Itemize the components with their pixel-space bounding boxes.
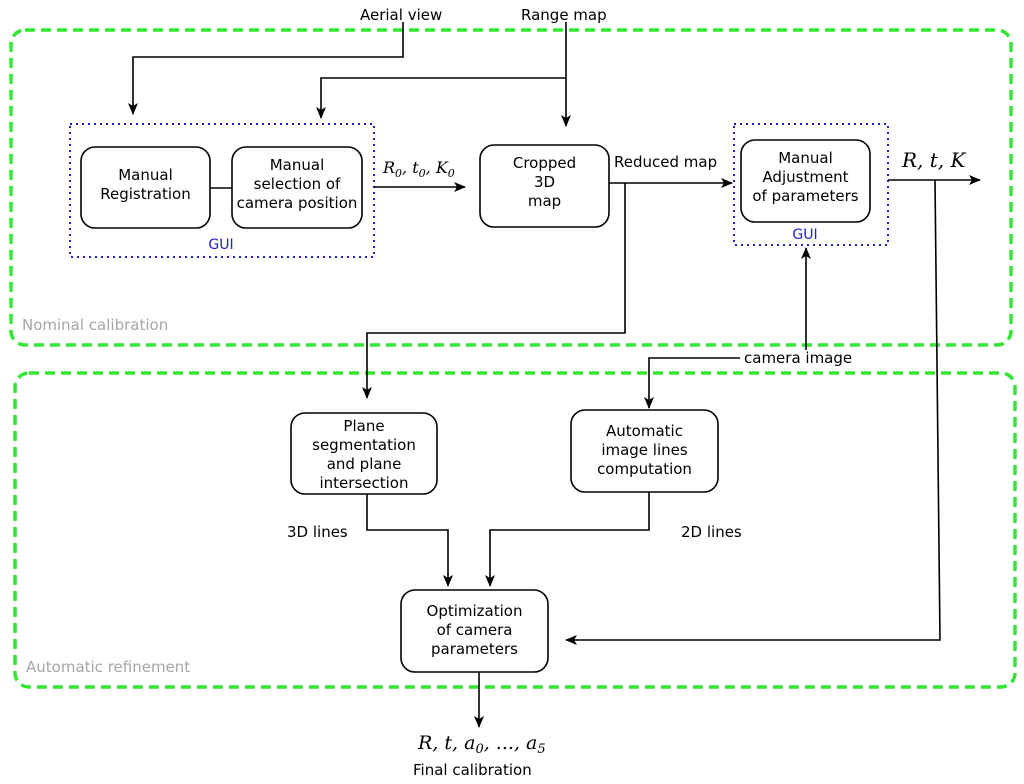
- image-lines-line-1: Automatic: [606, 422, 683, 440]
- manual-adjustment-line-1: Manual: [778, 149, 833, 167]
- plane-segmentation-line-1: Plane: [343, 417, 384, 435]
- 3d-lines-arrow: [366, 494, 453, 587]
- manual-selection-line-1: Manual: [270, 156, 325, 174]
- optimization-box: [400, 589, 549, 673]
- aerial-view-arrow: [128, 22, 404, 115]
- aerial-view-input: Aerial view: [360, 6, 442, 24]
- reduced-map-label: Reduced map: [614, 153, 717, 171]
- nominal-calibration-label: Nominal calibration: [22, 316, 168, 334]
- manual-adjustment-box: [740, 139, 871, 223]
- output-feedback-arrow: [565, 179, 941, 645]
- manual-adjustment-line-3: of parameters: [752, 187, 858, 205]
- initial-params-label: R0, t0, K0: [382, 158, 455, 180]
- plane-segmentation-line-2: segmentation: [312, 436, 416, 454]
- optimization-line-2: of camera: [437, 621, 513, 639]
- 3d-lines-label: 3D lines: [287, 523, 348, 541]
- camera-image-to-lines-arrow: [644, 357, 740, 409]
- output-params-label: R, t, K: [901, 148, 967, 172]
- camera-image-label: camera image: [744, 349, 852, 367]
- automatic-refinement-region: [13, 371, 1017, 689]
- optimization-line-1: Optimization: [427, 602, 523, 620]
- gui-group-left: [69, 123, 375, 258]
- image-lines-box: [570, 409, 719, 493]
- range-map-input: Range map: [521, 6, 607, 24]
- nominal-calibration-region: [9, 28, 1013, 347]
- cropped-map-line-1: Cropped: [513, 154, 576, 172]
- manual-registration-line-1: Manual: [118, 166, 173, 184]
- final-params-label: R, t, a0, ..., a5: [417, 732, 546, 757]
- manual-selection-line-3: camera position: [237, 194, 358, 212]
- plane-segmentation-box: [290, 412, 438, 495]
- image-lines-line-3: computation: [597, 460, 692, 478]
- optimization-line-3: parameters: [431, 640, 518, 658]
- automatic-refinement-label: Automatic refinement: [26, 658, 190, 676]
- plane-segmentation-line-4: intersection: [320, 474, 409, 492]
- range-map-to-selection-arrow: [316, 77, 566, 119]
- plane-segmentation-line-3: and plane: [327, 455, 402, 473]
- cropped-map-line-2: 3D: [534, 173, 555, 191]
- manual-selection-line-2: selection of: [254, 175, 341, 193]
- gui-label-left: GUI: [208, 237, 233, 253]
- final-calibration-label: Final calibration: [413, 761, 532, 779]
- reduced-map-to-segmentation-arrow: [362, 183, 626, 399]
- 2d-lines-label: 2D lines: [681, 523, 742, 541]
- image-lines-line-2: image lines: [601, 441, 688, 459]
- manual-registration-line-2: Registration: [100, 185, 190, 203]
- cropped-map-line-3: map: [528, 192, 561, 210]
- cropped-map-box: [479, 144, 610, 228]
- manual-adjustment-line-2: Adjustment: [762, 168, 848, 186]
- 2d-lines-arrow: [485, 492, 650, 587]
- gui-label-right: GUI: [792, 227, 817, 243]
